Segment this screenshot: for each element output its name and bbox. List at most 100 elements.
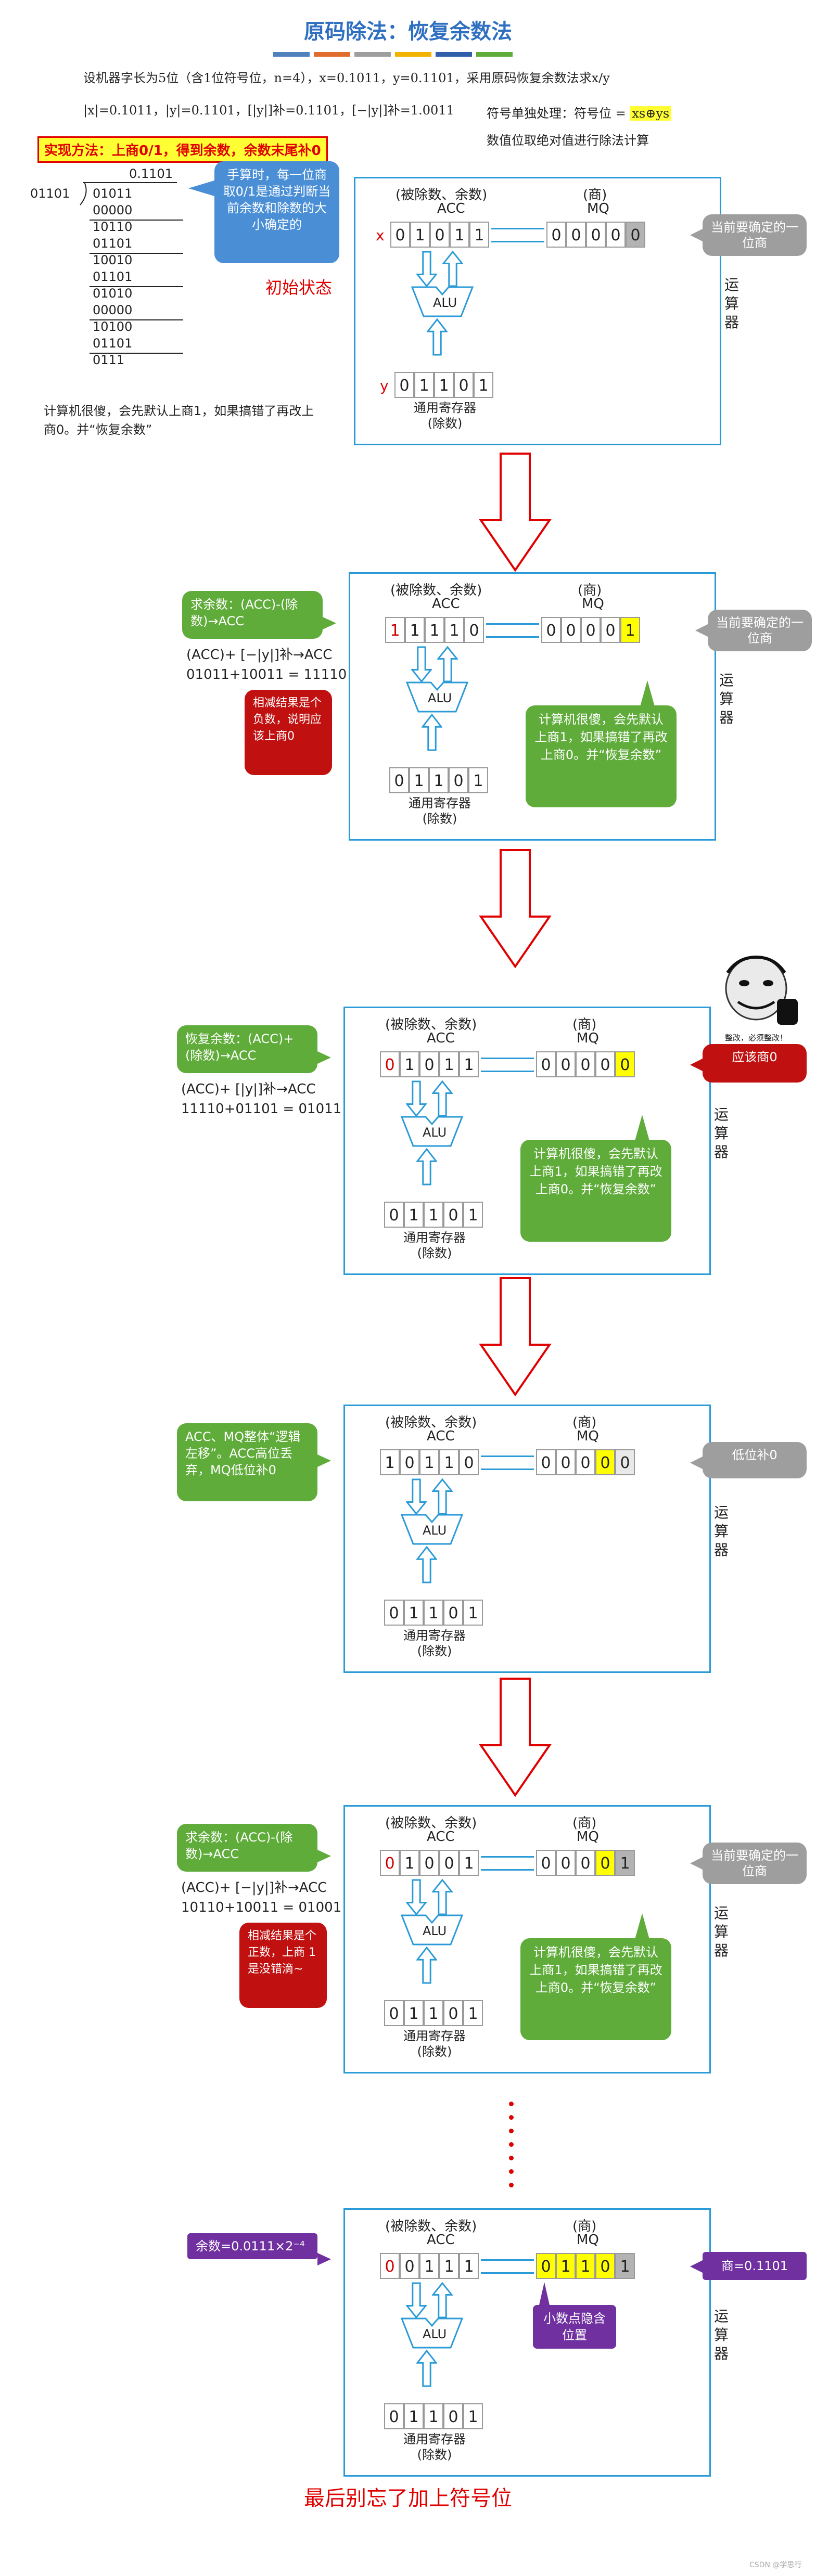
ellipsis-dot	[509, 2183, 514, 2187]
ld-step: 10010	[93, 253, 133, 267]
acc-output-arrow	[437, 646, 458, 682]
alu-output-arrow	[411, 646, 432, 682]
acc-bit: 0	[390, 222, 410, 248]
acc-bit: 1	[459, 1850, 479, 1876]
acc-title: (被除数、余数)	[385, 2219, 477, 2234]
mq-bit: 0	[536, 1051, 556, 1077]
reg-bit: 1	[424, 1202, 443, 1228]
reg-label: 通用寄存器	[414, 401, 476, 415]
reg-to-alu-arrow	[427, 318, 448, 356]
acc-output-arrow	[432, 1478, 453, 1515]
acc-title: (被除数、余数)	[390, 583, 482, 598]
acc-bit: 0	[459, 1449, 479, 1475]
reg-bit: 0	[394, 372, 414, 398]
ld-step: 00000	[93, 303, 133, 317]
acc-bit: 0	[419, 1051, 439, 1077]
acc-bit: 1	[419, 2253, 439, 2279]
acc-bit: 0	[419, 1850, 439, 1876]
alu-box	[400, 2317, 464, 2349]
reg-bit: 1	[409, 767, 429, 793]
reg-to-alu-arrow	[416, 1546, 437, 1583]
y-label: y	[380, 377, 389, 394]
left-bubble-tail	[323, 617, 336, 629]
alu-shape	[405, 681, 469, 713]
alu-shape	[400, 2317, 464, 2349]
acc-bit: 1	[425, 617, 444, 643]
acc-bit: 1	[439, 2253, 459, 2279]
formula-step: (ACC)+ [|y|]补→ACC	[181, 1081, 316, 1097]
acc-bit: 0	[380, 1850, 400, 1876]
mq-title: (商)	[572, 1415, 597, 1431]
acc-bit: 1	[400, 1850, 419, 1876]
acc-bit: 1	[459, 2253, 479, 2279]
reg-bit: 1	[434, 372, 454, 398]
yunsuan-label: 运算器	[713, 1106, 729, 1161]
mq-bit: 0	[595, 2253, 615, 2279]
right-note-bubble: 当前要确定的一位商	[708, 610, 812, 651]
acc-output-arrow	[432, 2282, 453, 2319]
acc-bit: 1	[410, 222, 430, 248]
ellipsis-dot	[509, 2129, 514, 2133]
yunsuan-label: 运算器	[719, 672, 734, 726]
acc-label: ACC	[427, 1031, 455, 1046]
left-bubble-tail	[317, 1051, 331, 1064]
left-note-bubble: 求余数：(ACC)-(除数)→ACC	[177, 1824, 317, 1872]
mq-bit: 0	[556, 1850, 576, 1876]
right-bubble-tail	[690, 229, 703, 241]
alu-output-arrow	[406, 2282, 427, 2319]
reg-to-alu-arrow	[422, 714, 442, 751]
mq-bit: 0	[556, 1449, 576, 1475]
reg-bit: 0	[384, 1202, 404, 1228]
reg-to-alu-arrow	[416, 2350, 437, 2387]
yunsuan-label: 运算器	[713, 2308, 729, 2362]
meme-caption: 整改，必须整改！	[724, 1033, 787, 1042]
ld-step: 0111	[93, 353, 125, 367]
reg-bit: 1	[404, 1202, 424, 1228]
mq-bit: 0	[615, 1051, 635, 1077]
reg-bit: 1	[424, 2000, 443, 2026]
title-color-bar	[314, 52, 350, 57]
ellipsis-dot	[509, 2102, 514, 2106]
mq-bit: 0	[581, 617, 601, 643]
reg-bit: 0	[454, 372, 474, 398]
reg-bit: 1	[463, 2403, 483, 2429]
alu-label: ALU	[428, 691, 452, 705]
decimal-point-tail	[539, 2282, 550, 2305]
right-bubble-tail	[695, 624, 708, 637]
formula-step: (ACC)+ [−|y|]补→ACC	[181, 1880, 327, 1896]
mq-bit: 0	[615, 1449, 635, 1475]
acc-bit: 0	[439, 1850, 459, 1876]
mq-bit: 0	[586, 222, 606, 248]
down-arrow	[479, 849, 552, 969]
decimal-point-bubble: 小数点隐含位置	[533, 2305, 616, 2349]
down-arrow	[479, 453, 552, 572]
mq-label: MQ	[582, 596, 604, 612]
mq-label: MQ	[577, 1829, 599, 1845]
right-note-bubble: 当前要确定的一位商	[703, 214, 807, 256]
alu-box	[405, 681, 469, 713]
ellipsis-dot	[509, 2156, 514, 2160]
ld-step: 01101	[93, 236, 133, 251]
yunsuan-label: 运算器	[724, 276, 739, 331]
alu-output-arrow	[406, 1080, 427, 1117]
left-note-bubble: 余数=0.0111×2⁻⁴	[187, 2233, 317, 2259]
mq-bit: 0	[536, 1449, 556, 1475]
acc-bit: 0	[380, 2253, 400, 2279]
acc-mq-connector	[481, 1856, 534, 1871]
ellipsis-dot	[509, 2115, 514, 2120]
mq-bit: 0	[576, 1850, 595, 1876]
initial-state-label: 初始状态	[265, 278, 333, 298]
reg-bit: 0	[443, 2000, 463, 2026]
left-note-bubble: ACC、MQ整体“逻辑左移”。ACC高位丢弃，MQ低位补0	[177, 1423, 317, 1501]
ld-rule	[90, 253, 183, 254]
mq-title: (商)	[578, 583, 602, 598]
mq-bit: 0	[541, 617, 561, 643]
reg-bit: 1	[414, 372, 434, 398]
mq-bit: 0	[561, 617, 581, 643]
reg-bit: 0	[389, 767, 409, 793]
formula-result: 11110+01101 = 01011	[181, 1101, 342, 1117]
mq-bit: 1	[620, 617, 640, 643]
reg-bit: 1	[463, 1600, 483, 1626]
ld-rule	[90, 319, 183, 320]
alu-box	[400, 1514, 464, 1545]
